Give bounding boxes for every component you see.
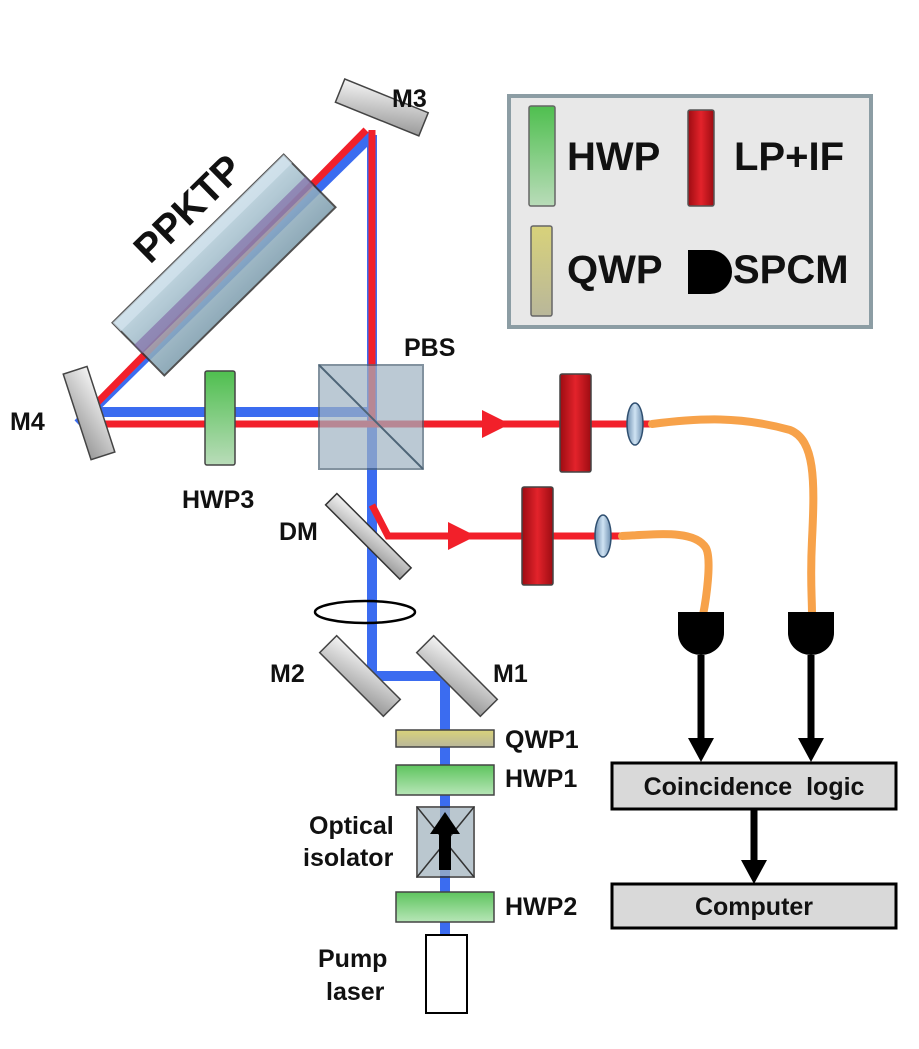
legend-panel: HWP LP+IF QWP SPCM	[507, 94, 873, 329]
mirror-m4	[62, 365, 116, 461]
label-isolator-line2: isolator	[303, 844, 394, 872]
fiber-top	[648, 415, 818, 619]
arrow-right-icon	[482, 410, 510, 438]
filter-bottom	[521, 486, 554, 586]
polarizing-beam-splitter	[318, 364, 424, 470]
ppktp-crystal	[111, 153, 337, 377]
coupling-lens-top	[626, 402, 644, 446]
crystal-highlight	[112, 154, 293, 332]
pbs-diagonal	[318, 364, 424, 470]
legend-lpif-label: LP+IF	[734, 135, 844, 179]
dichroic-mirror	[324, 492, 413, 581]
legend-hwp-label: HWP	[567, 135, 660, 179]
detector-icon	[678, 612, 724, 655]
arrow-up-icon	[430, 812, 460, 870]
hwp3-plate	[204, 370, 236, 466]
fibers	[618, 415, 818, 619]
label-hwp3: HWP3	[182, 486, 254, 514]
focusing-lens	[313, 599, 417, 625]
label-pump-line1: Pump	[318, 945, 387, 973]
label-pbs: PBS	[404, 334, 455, 362]
legend-lpif-swatch	[687, 109, 715, 207]
arrow-down-icon	[798, 738, 824, 762]
pump-laser	[425, 934, 468, 1014]
label-qwp1: QWP1	[505, 726, 579, 754]
computer-label: Computer	[695, 893, 813, 921]
label-hwp1: HWP1	[505, 765, 577, 793]
detector-icon	[788, 612, 834, 655]
legend-hwp-swatch	[528, 105, 556, 207]
label-pump-line2: laser	[326, 978, 385, 1006]
hwp1-plate	[395, 764, 495, 796]
label-m4: M4	[10, 408, 45, 436]
label-m1: M1	[493, 660, 528, 688]
label-m2: M2	[270, 660, 305, 688]
qwp1-plate	[395, 729, 495, 748]
hwp2-plate	[395, 891, 495, 923]
arrow-right-icon	[448, 522, 476, 550]
label-isolator-line1: Optical	[309, 812, 394, 840]
fiber-bottom	[618, 530, 713, 619]
optical-isolator	[416, 806, 475, 878]
mirror-m2	[318, 634, 402, 718]
legend-qwp-swatch	[530, 225, 553, 317]
label-dm: DM	[279, 518, 318, 546]
label-m3: M3	[392, 85, 427, 113]
label-hwp2: HWP2	[505, 893, 577, 921]
legend-spcm-label: SPCM	[733, 248, 849, 292]
arrow-down-icon	[741, 860, 767, 884]
coupling-lens-bottom	[594, 514, 612, 558]
filter-top	[559, 373, 592, 473]
arrow-down-icon	[688, 738, 714, 762]
legend-qwp-label: QWP	[567, 248, 663, 292]
coincidence-logic-box	[610, 761, 898, 811]
detector-icon	[688, 250, 732, 294]
coincidence-logic-label: Coincidence logic	[644, 773, 865, 801]
crystal-beam-overlay	[134, 176, 314, 354]
mirror-m3	[334, 78, 430, 137]
computer-box	[610, 882, 898, 930]
photon-beam-bottom-output	[368, 503, 625, 540]
mirror-m1	[415, 634, 499, 718]
